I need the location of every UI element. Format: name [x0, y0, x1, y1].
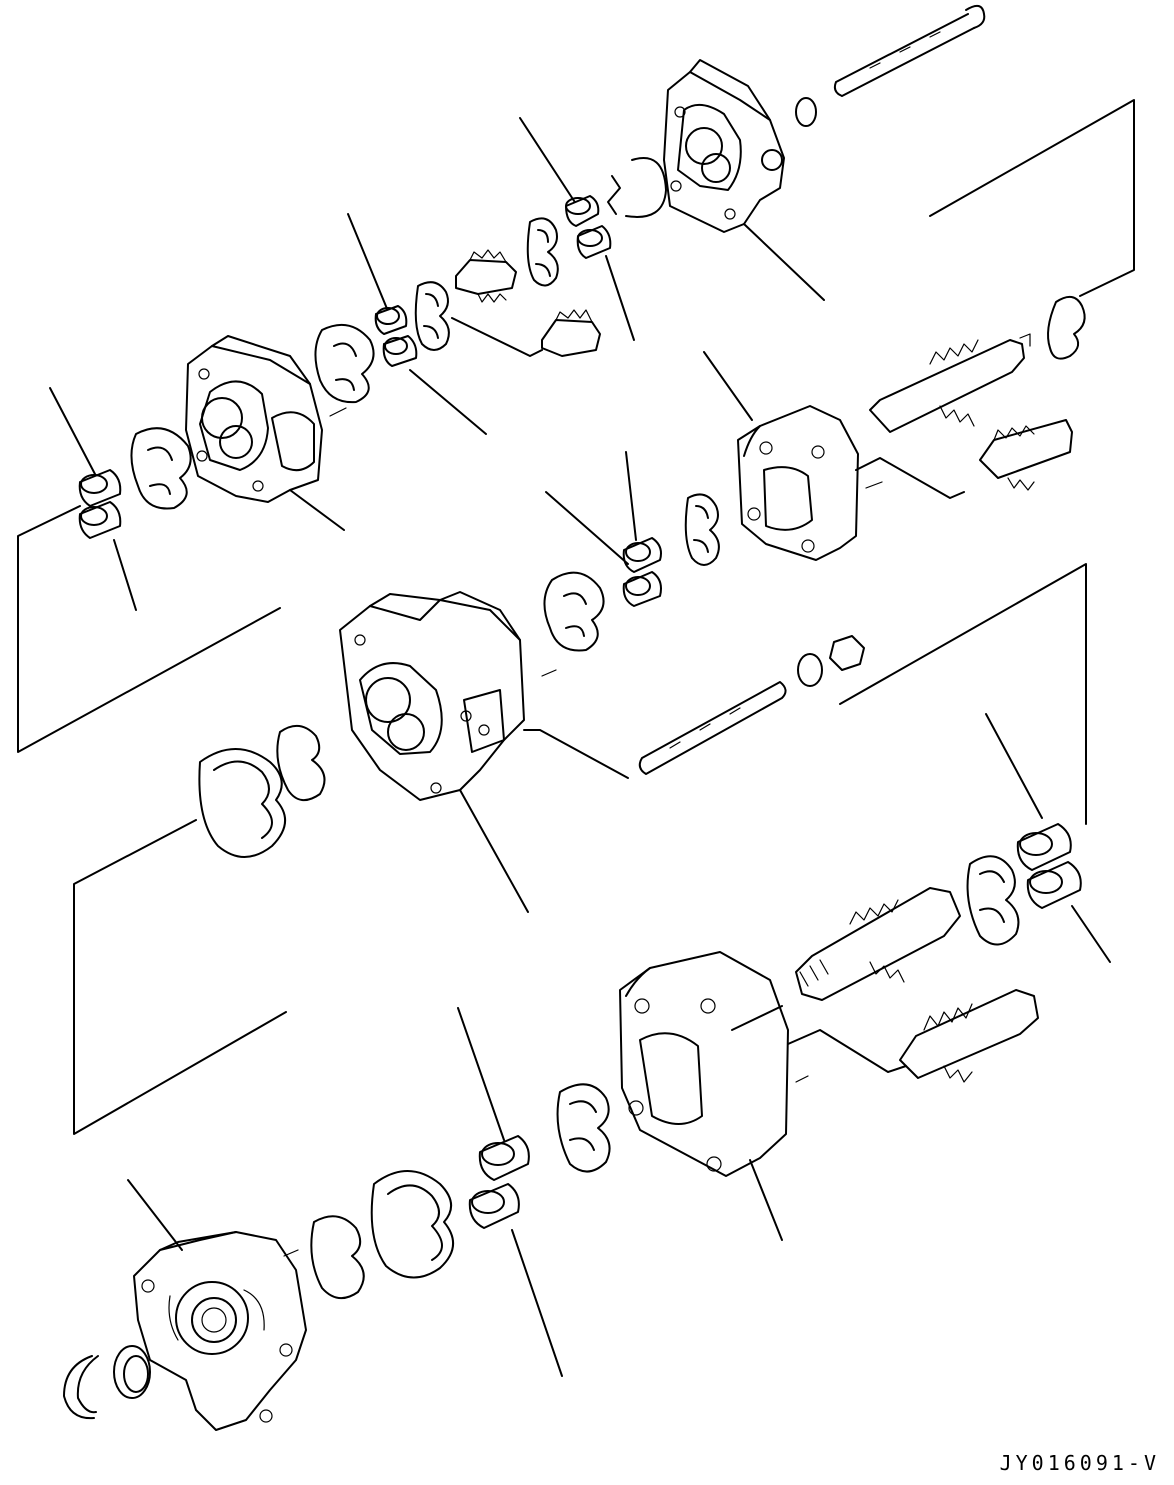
bushing-pair-top — [519, 117, 635, 341]
thrust-plate-rear — [526, 217, 559, 287]
driven-gear-center — [979, 419, 1073, 491]
bushing-pair-mid-top — [347, 213, 487, 435]
gasket-seal-mid — [314, 323, 375, 404]
washer-top — [795, 97, 817, 127]
thrust-plate-mid-top — [414, 281, 450, 351]
driven-gear-front — [899, 989, 1039, 1083]
seal-ring-top — [607, 157, 667, 218]
dowel-pin-front — [795, 1075, 809, 1083]
pump-body-front — [619, 951, 907, 1241]
bushing-pair-rear — [49, 387, 137, 611]
drive-shaft-center — [869, 333, 1031, 433]
dowel-pin-center — [865, 481, 883, 489]
bushing-pair-center — [545, 451, 662, 607]
drive-shaft-front — [795, 887, 961, 1001]
gasket-seal-center — [543, 571, 605, 652]
snap-ring — [63, 1355, 99, 1420]
washer-center — [797, 653, 823, 687]
oil-seal — [113, 1345, 151, 1399]
dowel-pin-mid — [329, 407, 347, 417]
thrust-plate-rear-right — [1047, 295, 1086, 360]
tie-bolt — [833, 4, 986, 97]
gasket-seal-front — [276, 725, 326, 801]
gear-pair-rear — [451, 249, 601, 357]
leader-bracket-right — [839, 563, 1087, 825]
center-housing — [339, 591, 629, 913]
pump-body-rear — [185, 335, 345, 531]
leader-bracket-left — [17, 505, 281, 753]
gasket-seal-front-lower — [310, 1215, 365, 1299]
dowel-pin-center-2 — [541, 669, 557, 677]
pump-body-center — [703, 351, 965, 561]
drawing-code-label: JY016091-V — [999, 1451, 1160, 1475]
bushing-pair-front — [985, 713, 1111, 963]
tie-rod-center — [638, 681, 787, 775]
gasket-front-lower — [370, 1170, 454, 1279]
bushing-pair-front-center — [457, 1007, 563, 1377]
gasket-seal-rear — [130, 427, 192, 510]
thrust-plate-front — [966, 855, 1020, 946]
thrust-plate-front-center — [556, 1083, 611, 1173]
front-flange — [127, 1179, 307, 1431]
rear-cover — [663, 59, 825, 301]
nut — [829, 635, 865, 671]
leader-bracket-lower-left — [73, 819, 287, 1135]
gasket-front — [198, 748, 286, 858]
thrust-plate-center — [684, 493, 720, 566]
leader-bracket-top-right — [929, 99, 1135, 297]
